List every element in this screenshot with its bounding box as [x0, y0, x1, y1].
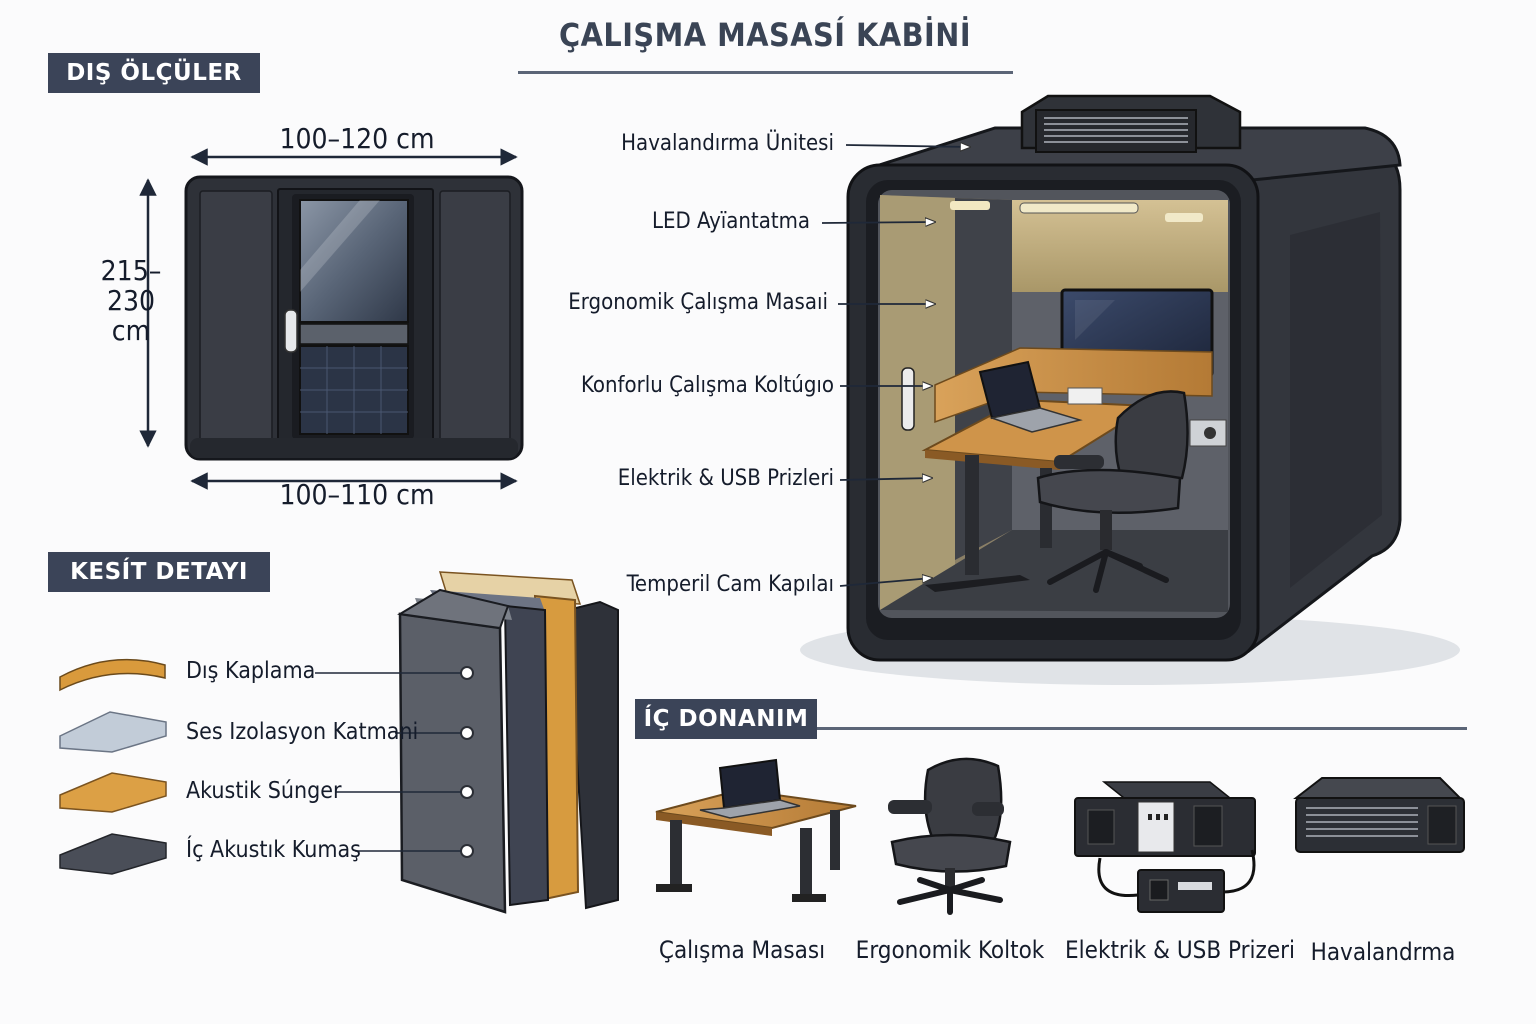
dimension-height-line2: 230: [106, 284, 156, 317]
power-unit-icon: [1074, 781, 1256, 913]
dimension-height-line1: 215–: [100, 254, 162, 287]
page-title: ÇALIŞMA MASASÍ KABİNİ: [558, 16, 972, 54]
dimension-height: 215– 230 cm: [96, 256, 166, 346]
callout-leaders: [821, 145, 970, 587]
dimension-top-width: 100–120 cm: [279, 122, 435, 155]
swatch-acoustic-foam: [59, 772, 167, 813]
swatch-outer-cladding: [59, 658, 166, 692]
callout-comfort-chair: Konforlu Çalışma Koltúgıo: [581, 373, 834, 398]
callout-ventilation: Havalandırma Ünitesi: [621, 131, 834, 156]
equipment-caption-desk: Çalışma Masası: [658, 936, 826, 964]
swatch-sound-insulation: [59, 711, 167, 753]
main-cabin-illustration: [800, 94, 1460, 685]
layer-label-inner-fabric: Íç Akustık Kumaş: [186, 837, 361, 863]
callout-power-usb: Elektrik & USB Prizleri: [617, 466, 834, 491]
callout-tempered-glass-door: Temperil Cam Kapılaı: [626, 572, 834, 597]
title-underline: [518, 71, 1013, 74]
dimension-bottom-width: 100–110 cm: [279, 478, 435, 511]
equipment-caption-chair: Ergonomik Koltok: [855, 936, 1045, 964]
layer-label-sound-insulation: Ses Izolasyon Katmani: [186, 719, 419, 745]
layer-label-outer-cladding: Dış Kaplama: [186, 658, 316, 684]
dimension-height-line3: cm: [111, 314, 151, 347]
chair-icon: [888, 757, 1012, 915]
desk-icon: [655, 758, 857, 902]
front-view-cabin: [139, 148, 524, 490]
layer-swatches: [59, 658, 167, 875]
equipment-caption-ventilation: Havalandrma: [1310, 938, 1456, 966]
callout-ergonomic-desk: Ergonomik Çalışma Masaıi: [568, 290, 828, 315]
layer-label-acoustic-foam: Akustik Súnger: [186, 778, 342, 804]
section-badge-outer-dimensions: DIŞ ÖLÇÜLER: [48, 53, 260, 93]
callout-led-lighting: LED Ayïantatma: [651, 209, 810, 234]
section-badge-interior-equipment: ÍÇ DONANIM: [635, 699, 817, 739]
ventilation-unit-icon: [1293, 777, 1465, 853]
section-badge-section-detail: KESÍT DETAYI: [48, 552, 270, 592]
equipment-caption-power-usb: Elektrik & USB Prizeri: [1065, 936, 1295, 964]
interior-equipment-rule: [817, 727, 1467, 730]
section-panel-stack: [315, 571, 619, 914]
swatch-inner-fabric: [59, 833, 167, 875]
